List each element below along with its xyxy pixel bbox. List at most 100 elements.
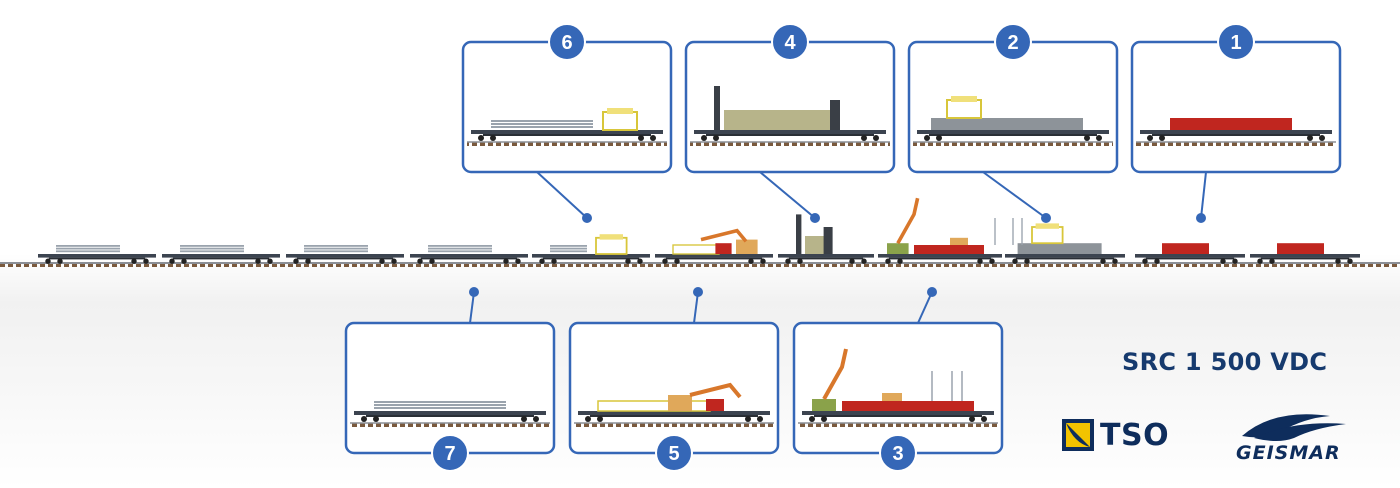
wheel <box>760 258 766 264</box>
callout-badge <box>655 434 693 472</box>
callout-line <box>536 171 588 219</box>
wheel <box>1220 258 1226 264</box>
callout-badge <box>879 434 917 472</box>
wheel <box>797 258 803 264</box>
gantry <box>1031 226 1064 245</box>
callout-dot <box>469 287 479 297</box>
red-container <box>1170 118 1292 130</box>
callout-badge <box>548 23 586 61</box>
callout-dot <box>693 287 703 297</box>
wheel <box>391 258 397 264</box>
callout-line <box>759 171 816 219</box>
cable-drum <box>550 245 587 247</box>
train-wagon <box>778 214 874 264</box>
wheel <box>757 416 763 422</box>
wheel <box>597 416 603 422</box>
callout-panel-7: 7 <box>344 321 556 472</box>
wheel <box>662 258 668 264</box>
wheel <box>539 258 545 264</box>
callout-frame <box>792 321 1004 455</box>
wagon-deck <box>286 254 404 258</box>
callout-panel-5: 5 <box>568 321 780 472</box>
cable-drum <box>180 247 244 250</box>
wheel <box>650 135 656 141</box>
wheel <box>1232 258 1238 264</box>
wheel <box>1084 135 1090 141</box>
cable-drum <box>56 250 120 253</box>
wheel <box>373 416 379 422</box>
wheel <box>533 416 539 422</box>
wagon-deck <box>778 254 874 258</box>
wheel <box>305 258 311 264</box>
wheel <box>131 258 137 264</box>
wheel <box>1269 258 1275 264</box>
crane-mast-wagon-icon <box>802 348 994 422</box>
crane-arm <box>822 348 848 400</box>
wheel <box>1096 135 1102 141</box>
train-wagon <box>655 228 773 264</box>
callout-connectors <box>469 171 1207 324</box>
callout-number: 3 <box>892 443 903 465</box>
train-wagon <box>410 245 528 264</box>
wheel <box>785 258 791 264</box>
drill-mast <box>796 214 802 254</box>
callout-frame <box>1130 40 1342 174</box>
wheel <box>1142 258 1148 264</box>
wagon-deck <box>1005 254 1125 258</box>
callout-line <box>1200 171 1207 219</box>
callout-dot <box>582 213 592 223</box>
callout-frame <box>907 40 1119 174</box>
wheel <box>515 258 521 264</box>
wheel <box>701 135 707 141</box>
wheel <box>977 258 983 264</box>
wheel <box>885 258 891 264</box>
cable-drum <box>304 245 368 247</box>
wheel <box>1257 258 1263 264</box>
wheel <box>255 258 261 264</box>
wheel <box>1335 258 1341 264</box>
crane-arm <box>700 228 748 243</box>
wheel <box>478 135 484 141</box>
wheel <box>551 258 557 264</box>
crane-arm <box>689 382 742 399</box>
wagon-deck <box>1140 130 1332 134</box>
crane-wagon-icon <box>578 382 770 422</box>
wagon-deck <box>1250 254 1360 258</box>
wheel <box>1154 258 1160 264</box>
wheel <box>1012 258 1018 264</box>
wheel <box>748 258 754 264</box>
callout-line <box>693 291 699 324</box>
wheel <box>1307 135 1313 141</box>
cable-drum <box>180 250 244 253</box>
wagon-deck <box>578 411 770 415</box>
callout-number: 6 <box>561 32 572 54</box>
cable-drum <box>56 245 120 247</box>
wagon-deck <box>162 254 280 258</box>
cable-drum <box>428 245 492 247</box>
train-wagon <box>1135 243 1245 264</box>
wheel <box>1159 135 1165 141</box>
wheel <box>821 416 827 422</box>
callout-dot <box>810 213 820 223</box>
callout-badge <box>431 434 469 472</box>
callout-dot <box>1196 213 1206 223</box>
wheel <box>989 258 995 264</box>
red-container-flatcar-icon <box>1140 118 1332 141</box>
wheel <box>429 258 435 264</box>
callout-number: 4 <box>784 32 796 54</box>
wagon-deck <box>878 254 1002 258</box>
callout-frame <box>344 321 556 455</box>
red-container <box>1162 243 1209 254</box>
callout-number: 1 <box>1230 32 1241 54</box>
cable-drum <box>491 120 593 122</box>
callout-line <box>982 171 1047 219</box>
wagon-deck <box>1135 254 1245 258</box>
cable-drum <box>56 247 120 250</box>
wheel <box>981 416 987 422</box>
wheel <box>169 258 175 264</box>
page-title: SRC 1 500 VDC <box>1122 348 1328 376</box>
cable-drum <box>491 126 593 128</box>
machine-body <box>724 110 836 130</box>
